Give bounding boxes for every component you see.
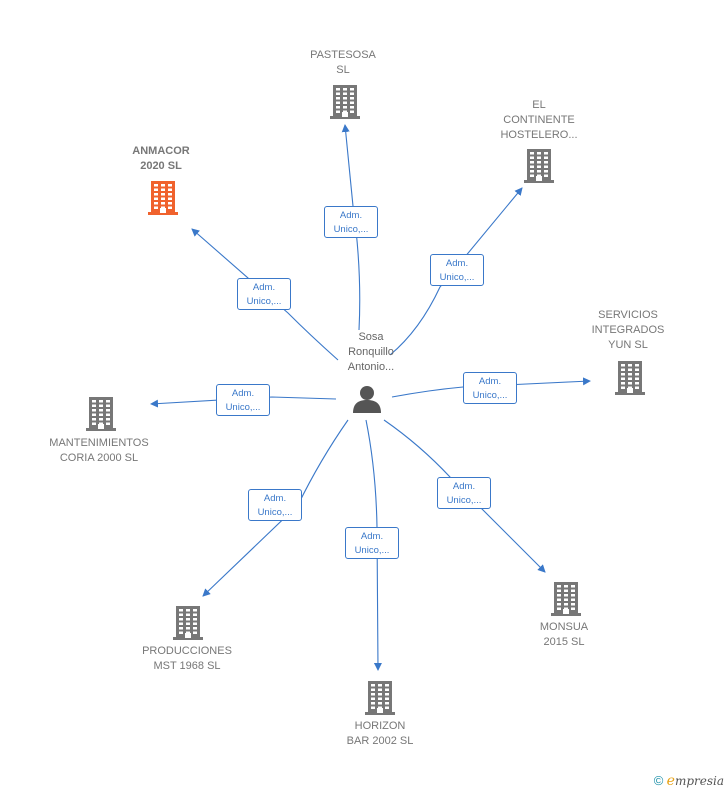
company-label-horizon[interactable]: HORIZON BAR 2002 SL (346, 720, 414, 747)
person-icon[interactable] (353, 386, 381, 413)
role-label-monsua[interactable]: Adm. Unico,... (437, 477, 491, 509)
el-continente-building-icon[interactable] (524, 147, 554, 188)
center-person-name[interactable]: Sosa Ronquillo Antonio... (347, 331, 395, 373)
company-label-servicios-integrados[interactable]: SERVICIOS INTEGRADOS YUN SL (591, 309, 665, 351)
company-label-mantenimientos[interactable]: MANTENIMIENTOS CORIA 2000 SL (49, 437, 149, 464)
role-label-anmacor[interactable]: Adm. Unico,... (237, 278, 291, 310)
role-label-producciones[interactable]: Adm. Unico,... (248, 489, 302, 521)
mantenimientos-building-icon[interactable] (86, 395, 116, 436)
pastesosa-building-icon[interactable] (330, 83, 360, 124)
company-label-el-continente[interactable]: EL CONTINENTE HOSTELERO... (500, 99, 578, 141)
role-label-horizon[interactable]: Adm. Unico,... (345, 527, 399, 559)
edge-anmacor (191, 228, 339, 361)
edge-monsua (383, 419, 546, 573)
edge-el-continente (389, 187, 523, 356)
role-label-servicios-integrados[interactable]: Adm. Unico,... (463, 372, 517, 404)
edge-mantenimientos (150, 396, 337, 408)
horizon-building-icon[interactable] (365, 679, 395, 720)
monsua-building-icon[interactable] (551, 580, 581, 621)
servicios-integrados-building-icon[interactable] (615, 359, 645, 400)
footer-brand: © empresia (654, 773, 724, 789)
role-label-pastesosa[interactable]: Adm. Unico,... (324, 206, 378, 238)
brand-name: mpresia (674, 774, 724, 788)
edge-horizon (365, 419, 382, 671)
anmacor-building-icon[interactable] (148, 179, 178, 220)
company-label-pastesosa[interactable]: PASTESOSA SL (310, 49, 376, 76)
producciones-building-icon[interactable] (173, 604, 203, 645)
role-label-mantenimientos[interactable]: Adm. Unico,... (216, 384, 270, 416)
role-label-el-continente[interactable]: Adm. Unico,... (430, 254, 484, 286)
edge-servicios-integrados (391, 377, 591, 398)
copyright-icon: © (653, 773, 664, 788)
company-label-monsua[interactable]: MONSUA 2015 SL (539, 621, 589, 648)
company-label-producciones[interactable]: PRODUCCIONES MST 1968 SL (142, 645, 232, 672)
company-label-anmacor[interactable]: ANMACOR 2020 SL (132, 145, 190, 172)
brand-logo-e: e (666, 773, 675, 789)
